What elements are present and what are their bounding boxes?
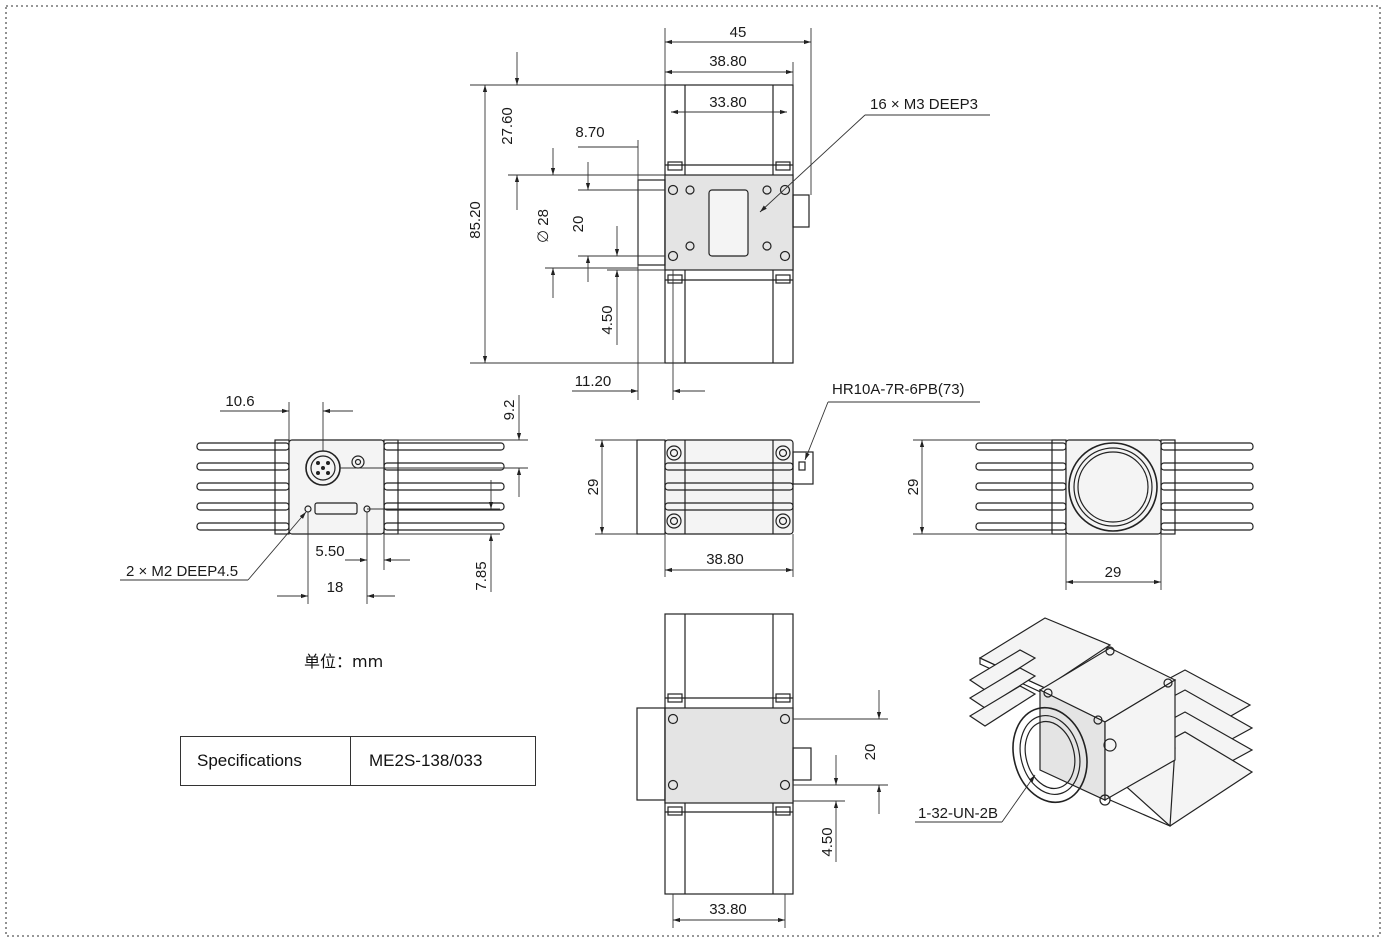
callout-rear-holes: 2 × M2 DEEP4.5 bbox=[126, 563, 238, 580]
dim-450: 4.50 bbox=[599, 305, 616, 334]
specification-table: Specifications ME2S-138/033 bbox=[180, 736, 536, 786]
dim-rear-550: 5.50 bbox=[315, 543, 344, 560]
sheet-border bbox=[5, 5, 1381, 937]
dim-height-8520: 85.20 bbox=[467, 201, 484, 239]
callout-connector: HR10A-7R-6PB(73) bbox=[832, 381, 965, 398]
dim-bottom-450: 4.50 bbox=[819, 827, 836, 856]
dim-20: 20 bbox=[570, 216, 587, 233]
callout-lens-thread: 1-32-UN-2B bbox=[918, 805, 998, 822]
isometric-view: 1-32-UN-2B bbox=[915, 617, 1254, 827]
dim-top-width-45: 45 bbox=[730, 24, 747, 41]
callout-mount-holes: 16 × M3 DEEP3 bbox=[870, 96, 978, 113]
dim-rear-18: 18 bbox=[327, 579, 344, 596]
dim-height-2760: 27.60 bbox=[499, 107, 516, 145]
dim-1120: 11.20 bbox=[575, 373, 611, 390]
dim-side-3880: 38.80 bbox=[706, 551, 744, 568]
front-view: 29 29 bbox=[905, 439, 1254, 590]
dim-rear-785: 7.85 bbox=[473, 561, 490, 590]
dim-bottom-3380: 33.80 bbox=[709, 901, 747, 918]
dim-dia-28: ∅ 28 bbox=[535, 209, 552, 243]
unit-label: 单位：mm bbox=[304, 652, 384, 671]
spec-label-cell: Specifications bbox=[181, 737, 351, 785]
dim-front-29h: 29 bbox=[1105, 564, 1122, 581]
dim-top-width-3880: 38.80 bbox=[709, 53, 747, 70]
dim-top-width-3380: 33.80 bbox=[709, 94, 747, 111]
bottom-view: 20 4.50 33.80 bbox=[636, 613, 888, 928]
dim-870: 8.70 bbox=[575, 124, 604, 141]
top-view: 45 38.80 33.80 85.20 27.60 8.70 ∅ 28 20 bbox=[467, 24, 990, 400]
dim-rear-106: 10.6 bbox=[225, 393, 254, 410]
dim-side-29: 29 bbox=[585, 479, 602, 496]
dim-rear-92: 9.2 bbox=[501, 400, 518, 421]
side-view: 29 38.80 HR10A-7R-6PB(73) bbox=[585, 381, 980, 577]
dim-front-29v: 29 bbox=[905, 479, 922, 496]
rear-view: 10.6 9.2 7.85 5.50 18 2 × M2 DEEP4.5 bbox=[120, 393, 528, 604]
spec-model-cell: ME2S-138/033 bbox=[369, 751, 483, 770]
dim-bottom-20: 20 bbox=[862, 744, 879, 761]
